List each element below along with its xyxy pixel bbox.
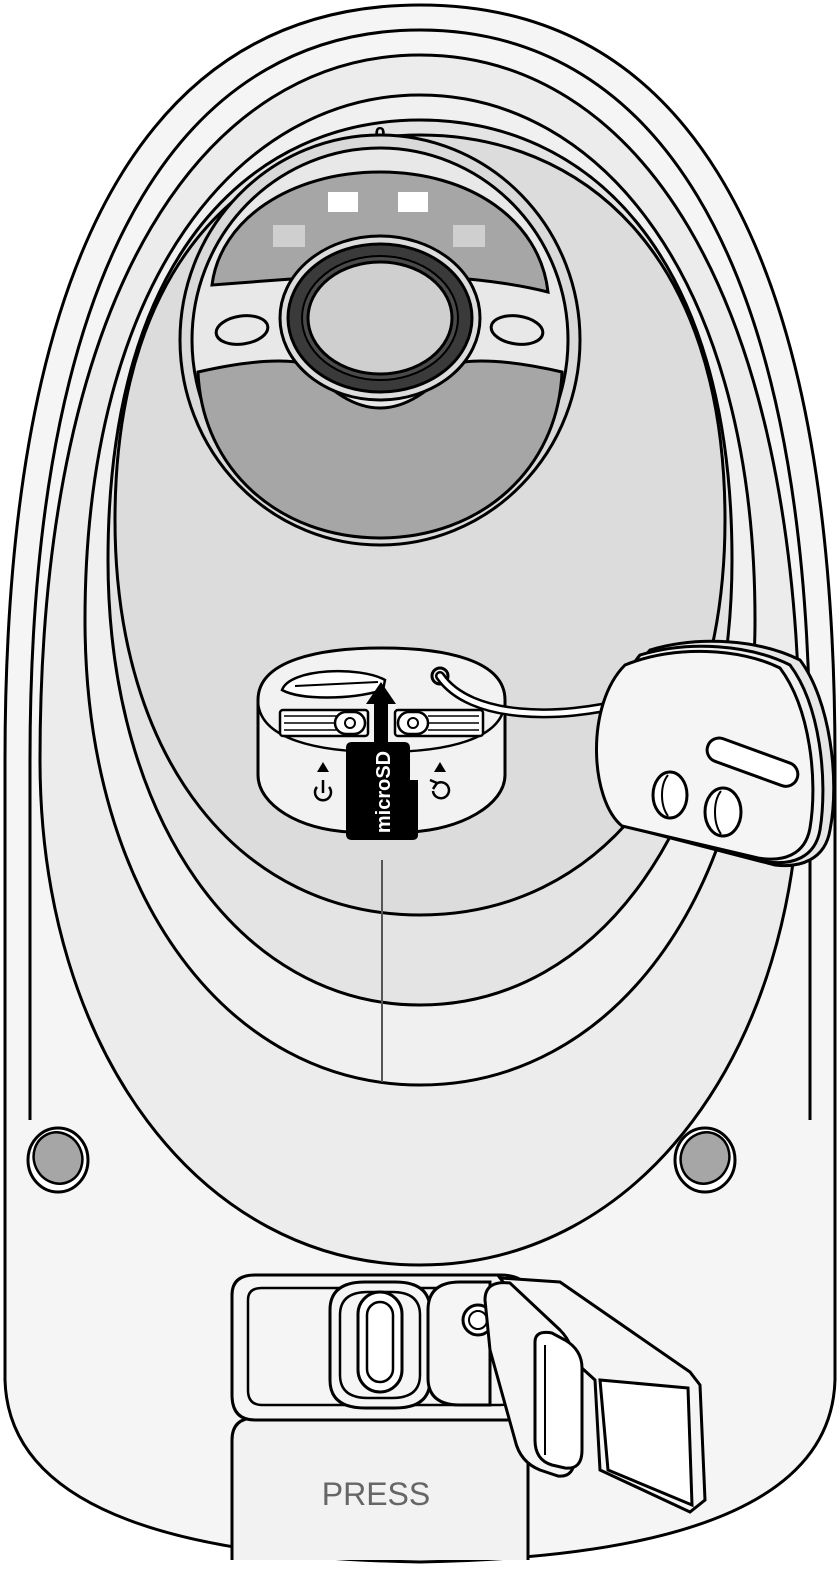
cover-flap-pin-left-detail	[661, 774, 669, 817]
camera-body-inner-rim	[28, 28, 812, 1120]
power-arrow-icon	[317, 762, 329, 772]
cover-flap-pin-right	[703, 786, 743, 838]
cover-flap-pin-left	[651, 770, 689, 820]
reset-arrow-icon	[434, 762, 446, 772]
cover-flap-face	[595, 649, 815, 861]
led-top-right	[398, 192, 428, 212]
insert-arrow-icon	[366, 682, 396, 744]
press-label: PRESS	[322, 1476, 430, 1512]
reset-icon	[429, 778, 451, 800]
power-switch-knob-dot	[344, 717, 356, 729]
clip-arm-front	[598, 1378, 694, 1508]
cover-flap-pin-right-detail	[714, 790, 722, 835]
mount-lobe-right	[426, 1280, 492, 1407]
microsd-card-label: microSD	[373, 751, 395, 833]
led-side-right	[453, 225, 485, 247]
reset-switch-knob-dot	[407, 717, 419, 729]
microsd-slot-inner	[294, 681, 379, 687]
left-screw-inset	[32, 1131, 84, 1185]
microsd-card	[346, 742, 418, 840]
mount-pin-inner	[468, 1310, 488, 1330]
ir-sensor-right	[489, 314, 545, 346]
power-icon	[313, 780, 333, 802]
right-screw-inset	[679, 1131, 731, 1185]
ir-sensor-left	[214, 314, 270, 346]
mount-lobe-left-inner	[338, 1290, 422, 1400]
mount-lobe-slot-inner	[365, 1300, 395, 1384]
lens-glass	[306, 260, 454, 376]
cover-flap-slot	[705, 736, 800, 788]
led-top-left	[328, 192, 358, 212]
led-side-left	[273, 225, 305, 247]
clip-handle-grip	[533, 1330, 584, 1470]
